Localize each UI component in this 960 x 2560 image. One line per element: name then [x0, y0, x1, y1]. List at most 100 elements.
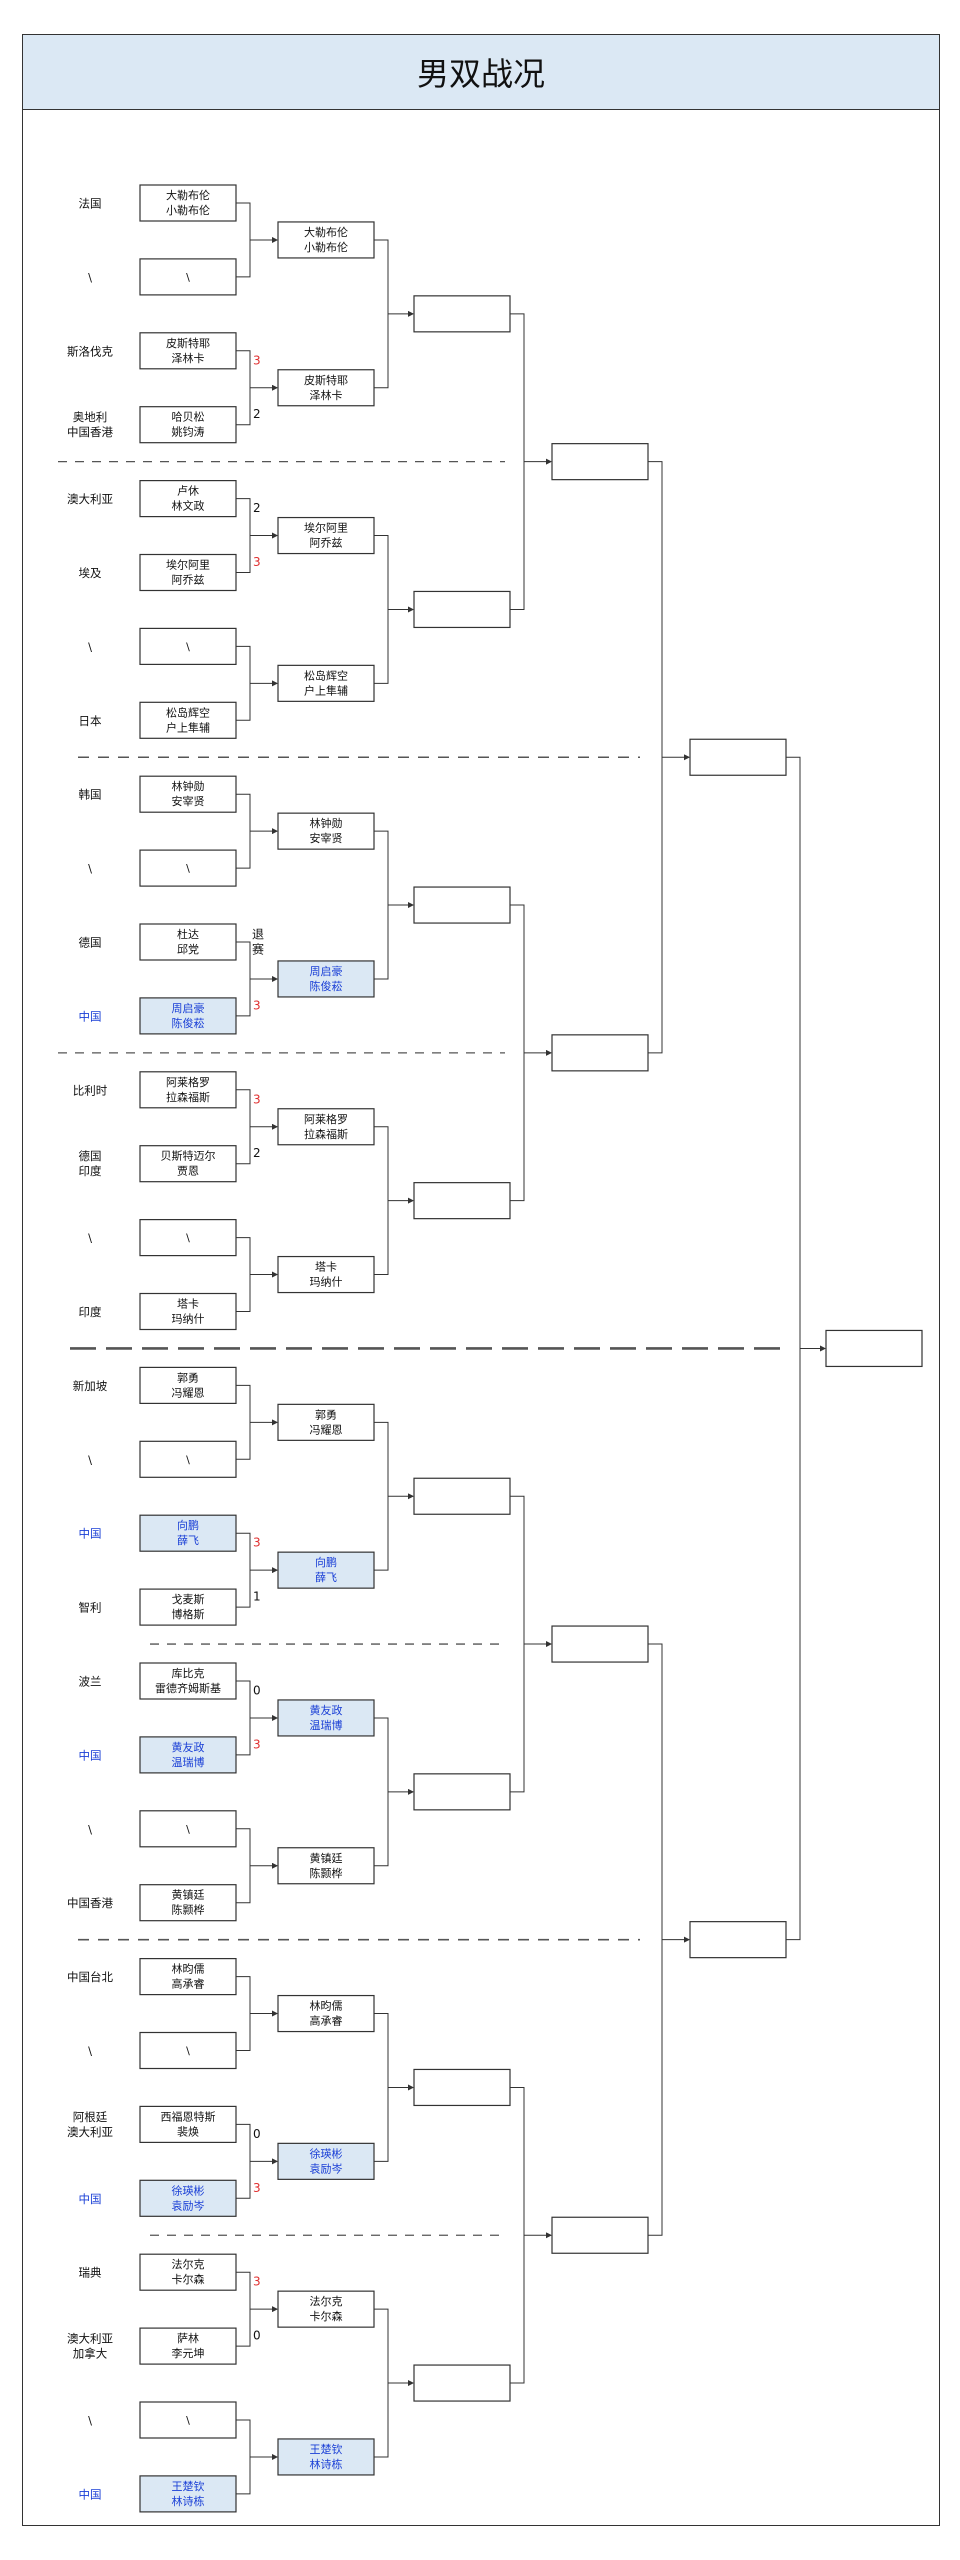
player-name: 戈麦斯 — [172, 1593, 205, 1606]
player-name: 陈俊菘 — [172, 1016, 205, 1030]
player-name: 林昀儒 — [172, 1962, 205, 1976]
player-name: 法尔克 — [172, 2257, 205, 2271]
player-name: 冯耀恩 — [172, 1386, 205, 1399]
entry-box — [139, 701, 237, 739]
country-label: 澳大利亚 — [67, 492, 113, 506]
player-name: 徐瑛彬 — [172, 2183, 205, 2197]
match-score: 3 — [253, 1737, 261, 1751]
player-name: 安宰贤 — [310, 831, 343, 845]
bracket-connector — [236, 793, 251, 869]
player-name: 袁励岑 — [172, 2199, 205, 2212]
entry-box — [139, 1440, 237, 1478]
bracket-connector — [236, 941, 251, 1017]
country-label: 加拿大 — [73, 2347, 108, 2361]
round2-box — [277, 2438, 375, 2476]
round2-box — [277, 2142, 375, 2180]
quarterfinal-box — [551, 2216, 649, 2254]
round3-box — [413, 1773, 511, 1811]
semifinal-box — [689, 1921, 787, 1959]
round2-box — [277, 1699, 375, 1737]
player-name: 郭勇 — [315, 1408, 337, 1421]
page-title-text: 男双战况 — [416, 55, 545, 93]
entry-box — [139, 1366, 237, 1405]
player-name: 阿乔兹 — [310, 537, 343, 550]
player-name: 裴焕 — [177, 2124, 199, 2138]
player-name: 松岛辉空 — [304, 668, 348, 682]
round3-box — [413, 2364, 511, 2402]
player-name: \ — [186, 1823, 190, 1836]
entry-box — [139, 923, 237, 961]
player-name: 黄镇廷 — [172, 1888, 205, 1902]
match-score: 3 — [253, 1536, 261, 1550]
quarterfinal-box — [551, 443, 649, 481]
bracket-connector — [510, 1495, 525, 1793]
round2-box — [277, 221, 375, 259]
player-name: 陈颢桦 — [172, 1903, 205, 1917]
bracket-connector — [236, 2419, 251, 2495]
player-name: 拉森福斯 — [166, 1090, 210, 1104]
country-label: 比利时 — [73, 1083, 108, 1097]
player-name: 薛飞 — [315, 1571, 337, 1584]
player-name: 贾恩 — [177, 1165, 199, 1178]
player-name: 大勒布伦 — [304, 225, 348, 239]
round2-box — [277, 1255, 375, 1294]
player-name: 周启豪 — [172, 1001, 205, 1015]
quarterfinal-box — [551, 1625, 649, 1663]
player-name: 埃尔阿里 — [304, 521, 348, 535]
player-name: 陈颢桦 — [310, 1866, 343, 1880]
player-name: \ — [186, 1232, 190, 1245]
country-label: 阿根廷 — [73, 2110, 108, 2124]
player-name: 萨林 — [177, 2331, 199, 2345]
entry-box — [139, 1071, 237, 1109]
entry-box — [139, 1957, 237, 1996]
country-label: 中国香港 — [67, 1896, 113, 1910]
round2-box — [277, 369, 375, 407]
player-name: 林诗栋 — [172, 2494, 205, 2508]
player-name: 泽林卡 — [310, 388, 343, 402]
round3-box — [413, 295, 511, 333]
entry-box — [139, 1145, 237, 1183]
bracket-connector — [374, 535, 389, 684]
player-name: 贝斯特迈尔 — [161, 1149, 216, 1163]
player-name: 黄友政 — [172, 1740, 205, 1754]
player-name: 埃尔阿里 — [166, 558, 210, 572]
player-name: 邱党 — [177, 943, 199, 956]
bracket-connector — [648, 461, 663, 1054]
bracket-connector — [374, 239, 389, 389]
player-name: 户上隼辅 — [304, 683, 348, 697]
match-score: 3 — [253, 2275, 261, 2289]
player-name: 杜达 — [177, 927, 199, 941]
bracket-connector — [786, 756, 801, 1941]
match-score: 0 — [253, 2329, 261, 2343]
country-label: 瑞典 — [79, 2266, 102, 2280]
player-name: 大勒布伦 — [166, 188, 210, 202]
entry-box — [139, 1884, 237, 1922]
player-name: 雷德齐姆斯基 — [155, 1681, 221, 1695]
round2-box — [277, 664, 375, 702]
player-name: 卡尔森 — [310, 2309, 343, 2323]
player-name: 卡尔森 — [172, 2272, 205, 2286]
round3-box — [413, 1477, 511, 1515]
entry-box — [139, 553, 237, 592]
entry-box — [139, 997, 237, 1035]
player-name: 博格斯 — [172, 1607, 205, 1621]
bracket-connector — [236, 1237, 251, 1312]
withdraw-label: 赛 — [252, 942, 264, 957]
player-name: 冯耀恩 — [310, 1423, 343, 1436]
player-name: 向鹏 — [177, 1518, 199, 1532]
player-name: 姚钧涛 — [172, 425, 205, 439]
bracket-connector — [236, 2123, 251, 2199]
player-name: 玛纳什 — [172, 1313, 205, 1326]
country-label: 智利 — [79, 1601, 102, 1615]
player-name: 温瑞博 — [310, 1718, 343, 1732]
match-score: 3 — [253, 353, 261, 367]
player-name: 徐瑛彬 — [310, 2146, 343, 2160]
country-label: \ — [88, 862, 92, 876]
final-box — [825, 1329, 923, 1368]
country-label: \ — [88, 1453, 92, 1467]
bracket-connector — [236, 2271, 251, 2347]
player-name: \ — [186, 640, 190, 653]
match-score: 0 — [253, 2127, 261, 2141]
country-label: 中国台北 — [67, 1970, 113, 1984]
round3-box — [413, 1182, 511, 1220]
